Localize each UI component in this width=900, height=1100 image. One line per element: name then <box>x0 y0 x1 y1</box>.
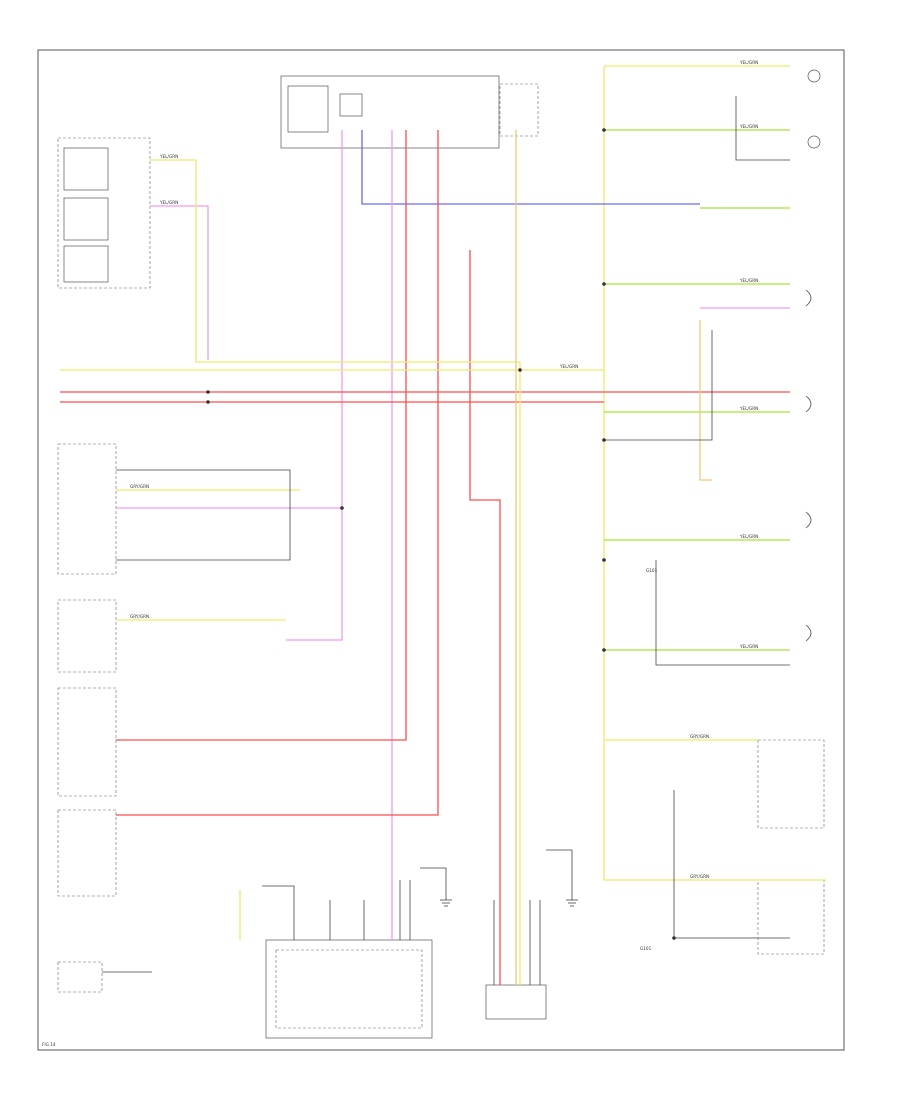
lamp-5-icon <box>805 511 812 529</box>
lamp-3-icon <box>805 289 812 307</box>
wire-black-bcm-ground <box>420 867 447 900</box>
splice-dot <box>206 390 210 394</box>
splice-points <box>206 128 676 940</box>
wire-orange-right <box>699 320 712 481</box>
wire-black-right-ground-4 <box>673 790 790 939</box>
center-connector <box>485 984 547 1020</box>
wire-red-vertical-2 <box>116 130 439 816</box>
sensor-module-bottom <box>57 961 103 993</box>
ground-label: G101 <box>640 946 652 951</box>
splice-dot <box>602 128 606 132</box>
wire-gray-switch <box>116 469 291 561</box>
wire-red-vertical-1 <box>116 130 407 741</box>
left-module-cell-3 <box>63 245 109 283</box>
wire-label: YEL/GRN <box>739 644 758 649</box>
battery-junction-box <box>499 83 539 137</box>
wire-label: GRY/GRN <box>690 734 709 739</box>
wire-labels: YEL/GRN YEL/GRN YEL/GRN YEL/GRN YEL/GRN … <box>42 60 758 1047</box>
wire-label: YEL/GRN <box>159 154 178 159</box>
wire-label: YEL/GRN <box>739 406 758 411</box>
splice-dot <box>206 400 210 404</box>
wire-black-right-ground-2 <box>604 330 713 441</box>
wire-label: YEL/GRN <box>739 60 758 65</box>
grounds <box>440 899 578 907</box>
left-module-top <box>57 137 151 289</box>
wire-label: YEL/GRN <box>739 124 758 129</box>
wire-label: GRY/GRN <box>130 614 149 619</box>
wire-label: YEL/GRN <box>559 364 578 369</box>
bcm-connectors <box>329 880 541 985</box>
lamp-2-icon <box>807 135 821 149</box>
right-lamps <box>757 69 825 955</box>
wire-black-right-ground-1 <box>735 96 790 161</box>
lamp-4-icon <box>805 395 812 413</box>
splice-dot <box>672 936 676 940</box>
ground-label: G101 <box>646 568 658 573</box>
fuse-box-inner <box>287 85 329 133</box>
wire-label: GRY/GRN <box>690 874 709 879</box>
lamp-6-icon <box>805 624 812 642</box>
splice-dot <box>602 648 606 652</box>
headlamp-switch <box>57 443 117 575</box>
wire-blue-top <box>361 130 700 205</box>
splice-dot <box>518 368 522 372</box>
right-module-lower <box>757 879 825 955</box>
right-module-upper <box>757 739 825 829</box>
wire-black-right-ground-3 <box>655 560 790 666</box>
ground-icon <box>440 899 452 907</box>
left-module-cell-1 <box>63 147 109 191</box>
footer-label: FIG 14 <box>42 1042 56 1047</box>
components <box>57 75 547 1039</box>
wire-label: YEL/GRN <box>739 278 758 283</box>
ground-icon <box>566 899 578 907</box>
wire-red-bottom-connector <box>469 250 501 985</box>
lighting-module-b <box>57 687 117 797</box>
wire-label: YEL/GRN <box>739 534 758 539</box>
wire-black-bottom-ground <box>546 849 573 900</box>
wire-yellow-right-vertical <box>603 66 826 881</box>
left-module-cell-2 <box>63 197 109 241</box>
wires <box>60 65 826 985</box>
wire-black-bcm-top <box>262 885 295 940</box>
splice-dot <box>340 506 344 510</box>
lighting-module-c <box>57 809 117 897</box>
lamp-1-icon <box>807 69 821 83</box>
body-control-module <box>265 939 433 1039</box>
splice-dot <box>602 282 606 286</box>
wire-yellow-left-2 <box>150 159 521 985</box>
wire-pink-vertical <box>286 130 343 641</box>
lighting-module-a <box>57 599 117 673</box>
wire-label: YEL/GRN <box>159 200 178 205</box>
splice-dot <box>602 438 606 442</box>
diagram-frame <box>37 49 845 1051</box>
wire-pink-left-top <box>150 205 209 360</box>
fuse-box-relay <box>339 93 363 117</box>
splice-dot <box>602 558 606 562</box>
wire-label: GRY/GRN <box>130 484 149 489</box>
bcm-inner <box>275 949 423 1029</box>
